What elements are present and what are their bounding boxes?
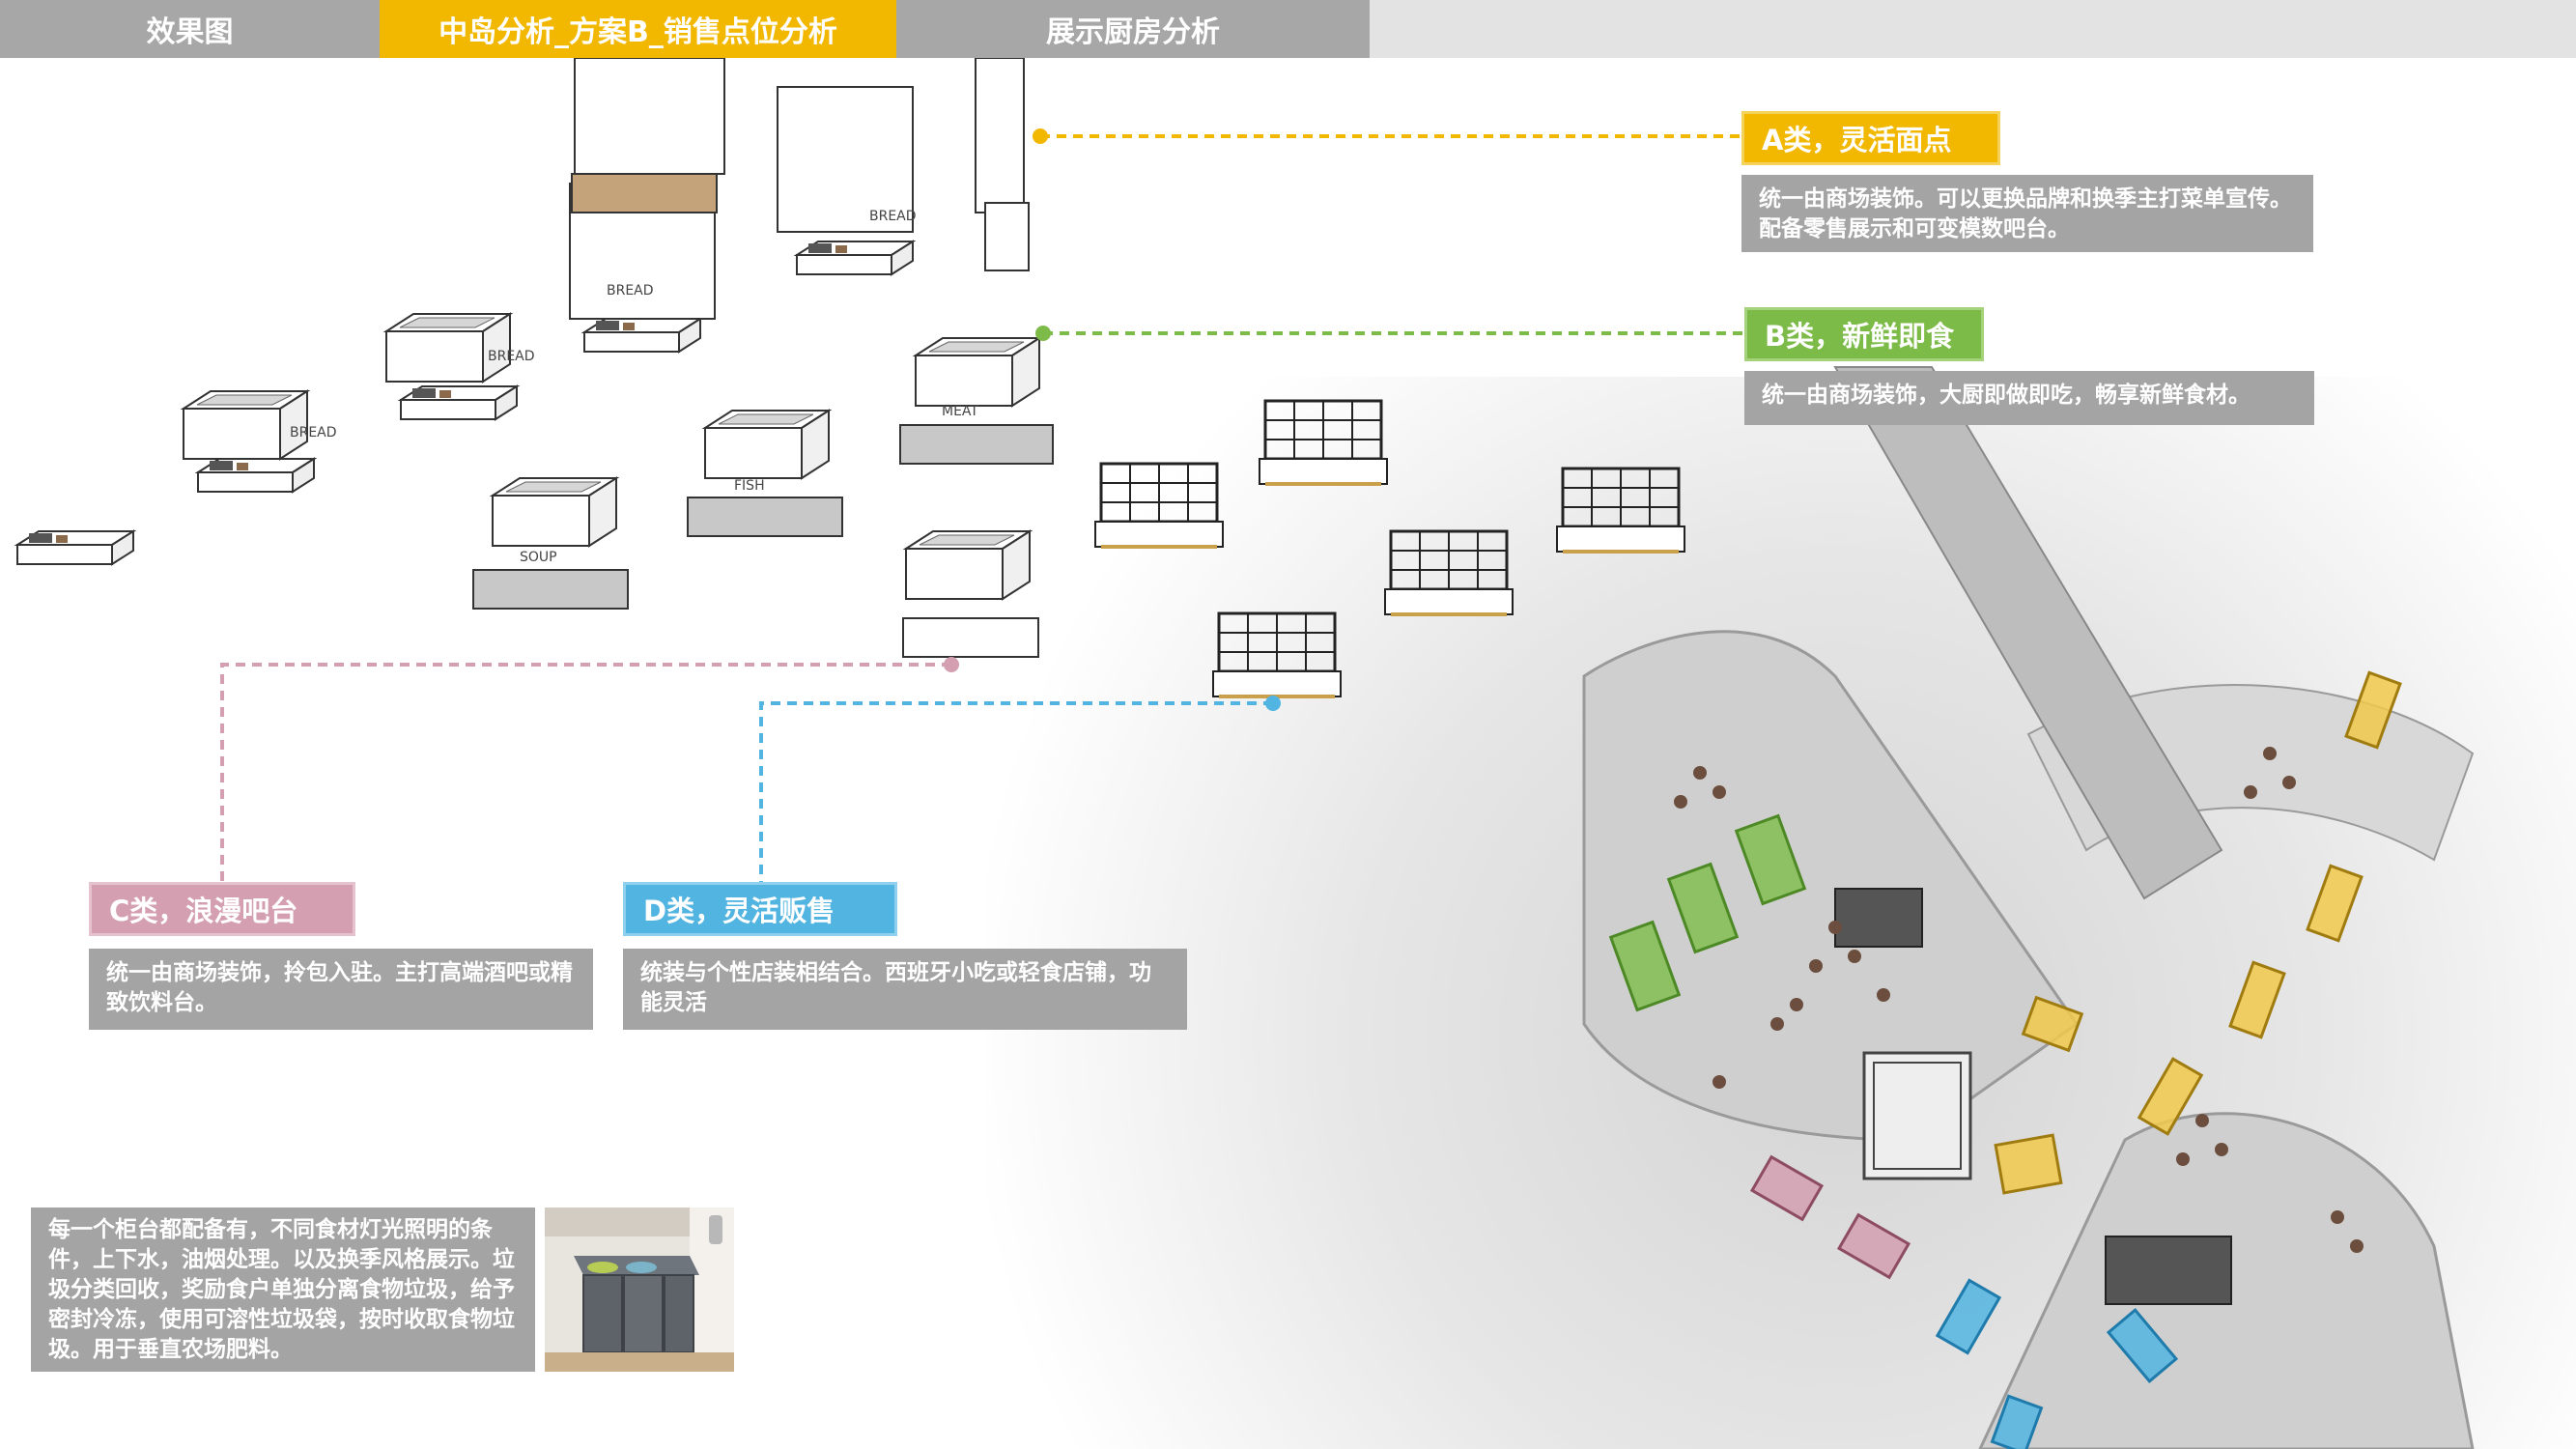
class-d-label: D类，灵活贩售 [623,882,897,936]
exploded-counters: BREAD BREAD BREAD BREAD MEAT FISH SOUP [16,58,1686,698]
seating-dots [1674,747,2364,1253]
class-d-kiosks [1935,1278,2179,1449]
central-kiosk-grid [1862,1051,1972,1180]
leader-dots [944,128,1281,711]
label-bread-1: BREAD [290,425,337,440]
class-c-label: C类，浪漫吧台 [89,882,355,936]
class-c-description: 统一由商场装饰，拎包入驻。主打高端酒吧或精致饮料台。 [89,949,593,1030]
escalator-2 [1834,888,1923,948]
escalator [2105,1236,2232,1305]
facility-note: 每一个柜台都配备有，不同食材灯光照明的条件，上下水，油烟处理。以及换季风格展示。… [31,1208,535,1372]
tab-show-kitchen[interactable]: 展示厨房分析 [896,0,1370,58]
label-soup: SOUP [520,550,557,565]
label-fish: FISH [734,478,765,494]
label-bread-4: BREAD [869,209,917,224]
class-a-description: 统一由商场装饰。可以更换品牌和换季主打菜单宣传。 配备零售展示和可变模数吧台。 [1741,175,2313,252]
mall-floor-plan [985,366,2576,1449]
class-b-label: B类，新鲜即食 [1744,307,1984,361]
sales-point-diagram: BREAD BREAD BREAD BREAD MEAT FISH SOUP [16,58,2576,1449]
class-c-kiosks [1749,1154,1911,1280]
label-bread-3: BREAD [607,283,654,298]
tab-renderings[interactable]: 效果图 [0,0,380,58]
top-navigation-bar: 效果图 中岛分析_方案B_销售点位分析 展示厨房分析 [0,0,2576,58]
sorting-bin-icon [545,1208,734,1372]
label-meat: MEAT [942,404,978,419]
label-bread-2: BREAD [488,349,535,364]
class-b-kiosks [1608,813,1807,1012]
class-a-label: A类，灵活面点 [1741,111,2000,165]
leader-lines [220,134,1746,889]
class-a-kiosks [1994,670,2402,1195]
class-d-description: 统装与个性店装相结合。西班牙小吃或轻食店铺，功能灵活 [623,949,1187,1030]
class-b-description: 统一由商场装饰，大厨即做即吃，畅享新鲜食材。 [1744,371,2314,425]
tab-island-analysis-active[interactable]: 中岛分析_方案B_销售点位分析 [380,0,896,58]
